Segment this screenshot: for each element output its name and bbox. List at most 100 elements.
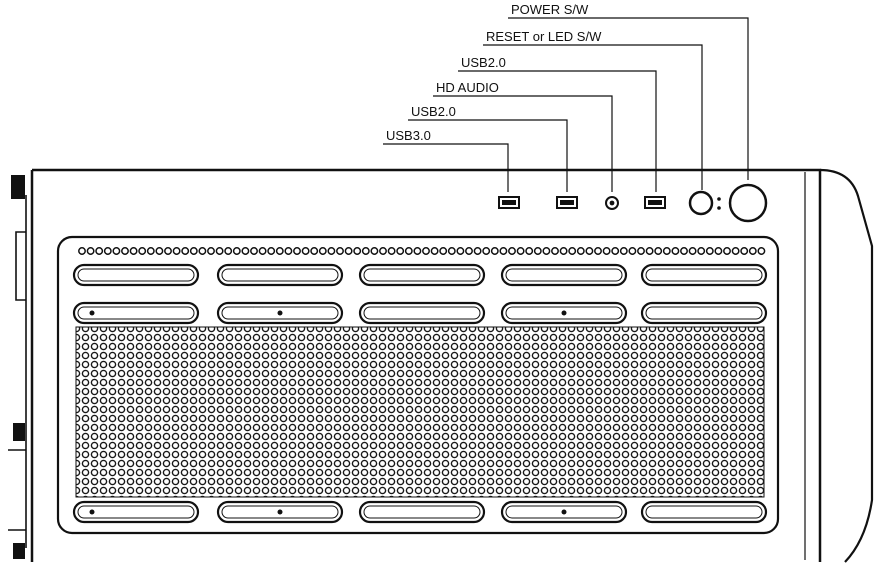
vent-hole xyxy=(585,247,594,255)
vent-hole xyxy=(628,247,637,255)
reset-leader xyxy=(483,44,703,190)
vent-slot-inner xyxy=(221,268,339,282)
audio-label: HD AUDIO xyxy=(436,80,499,95)
case-body xyxy=(8,168,874,563)
usb2-right-port-icon xyxy=(644,196,666,209)
usb3-port-icon xyxy=(498,196,520,209)
vent-slot-screw xyxy=(561,509,567,515)
left-rail xyxy=(8,195,27,548)
vent-slot xyxy=(358,500,486,524)
vent-slot xyxy=(500,263,628,287)
vent-hole xyxy=(241,247,250,255)
vent-hole xyxy=(310,247,319,255)
vent-hole xyxy=(654,247,663,255)
vent-hole xyxy=(447,247,456,255)
vent-hole xyxy=(215,247,224,255)
vent-hole xyxy=(413,247,422,255)
usb2-right-label: USB2.0 xyxy=(461,55,506,70)
vent-slot-inner xyxy=(77,268,195,282)
vent-hole xyxy=(465,247,473,255)
usb3-leader xyxy=(383,143,509,192)
vent-hole xyxy=(499,247,508,255)
vent-hole xyxy=(95,247,104,255)
vent-hole xyxy=(662,247,671,255)
vent-hole xyxy=(748,247,757,255)
vent-hole xyxy=(490,247,499,255)
vent-hole xyxy=(370,247,379,255)
vent-hole xyxy=(671,247,680,255)
vent-hole xyxy=(559,247,568,255)
vent-slot-inner xyxy=(505,268,623,282)
vent-slot-inner xyxy=(505,505,623,519)
vent-hole xyxy=(318,247,327,255)
vent-slot-inner xyxy=(363,505,481,519)
left-latch-bottom xyxy=(13,543,25,559)
power-button-icon xyxy=(728,183,768,223)
vent-hole xyxy=(705,247,714,255)
vent-frame xyxy=(56,235,780,535)
vent-hole xyxy=(482,247,491,255)
vent-hole-row xyxy=(78,247,766,255)
vent-hole xyxy=(172,247,181,255)
usb3-label: USB3.0 xyxy=(386,128,431,143)
audio-jack-center xyxy=(609,200,615,206)
vent-hole xyxy=(757,247,766,255)
reset-button-icon xyxy=(688,190,714,216)
vent-slot xyxy=(358,301,486,325)
reset-led-dot-top xyxy=(717,197,721,201)
vent-slot-inner xyxy=(645,505,763,519)
vent-slot-inner xyxy=(645,268,763,282)
io-panel xyxy=(498,183,768,223)
vent-hole xyxy=(396,247,405,255)
vent-slot-inner xyxy=(77,306,195,320)
vent-slot-screw xyxy=(277,310,283,316)
vent-hole xyxy=(594,247,602,255)
vent-hole xyxy=(688,247,697,255)
vent-slot xyxy=(358,263,486,287)
vent-hole xyxy=(740,247,749,255)
vent-hole xyxy=(189,247,198,255)
vent-hole xyxy=(86,247,95,255)
vent-hole xyxy=(551,247,559,255)
vent-slot xyxy=(500,301,628,325)
vent-hole xyxy=(379,247,387,255)
power-label: POWER S/W xyxy=(511,2,589,17)
vent-hole xyxy=(723,247,731,255)
vent-slot-inner xyxy=(221,505,339,519)
vent-hole xyxy=(181,247,190,255)
vent-hole xyxy=(327,247,336,255)
reset-led-dot-bottom xyxy=(717,206,721,210)
vent-hole xyxy=(78,247,86,255)
vent-hole xyxy=(267,247,276,255)
vent-hole xyxy=(275,247,284,255)
vent-hole xyxy=(525,247,534,255)
vent-slot-inner xyxy=(221,306,339,320)
vent-hole xyxy=(430,247,439,255)
vent-slot-inner xyxy=(77,505,195,519)
vent-hole xyxy=(697,247,706,255)
vent-slot xyxy=(640,301,768,325)
vent-hole xyxy=(568,247,577,255)
power-leader xyxy=(508,17,749,180)
vent-hole xyxy=(103,247,112,255)
vent-hole xyxy=(284,247,293,255)
vent-slot-inner xyxy=(645,306,763,320)
usb2-right-port-slot xyxy=(648,200,662,205)
vent-slot xyxy=(640,500,768,524)
vent-hole xyxy=(473,247,482,255)
vent-hole xyxy=(129,247,138,255)
vent-hole xyxy=(404,247,413,255)
vent-slot xyxy=(216,301,344,325)
vent-hole xyxy=(611,247,620,255)
vent-hole xyxy=(207,247,215,255)
vent-hole xyxy=(533,247,542,255)
vent-slot-inner xyxy=(363,268,481,282)
vent-hole xyxy=(602,247,611,255)
vent-hole xyxy=(516,247,525,255)
vent-hole xyxy=(714,247,723,255)
vent-hole xyxy=(336,247,344,255)
vent-slot-screw xyxy=(561,310,567,316)
vent-slot xyxy=(216,263,344,287)
vent-hole xyxy=(731,247,740,255)
